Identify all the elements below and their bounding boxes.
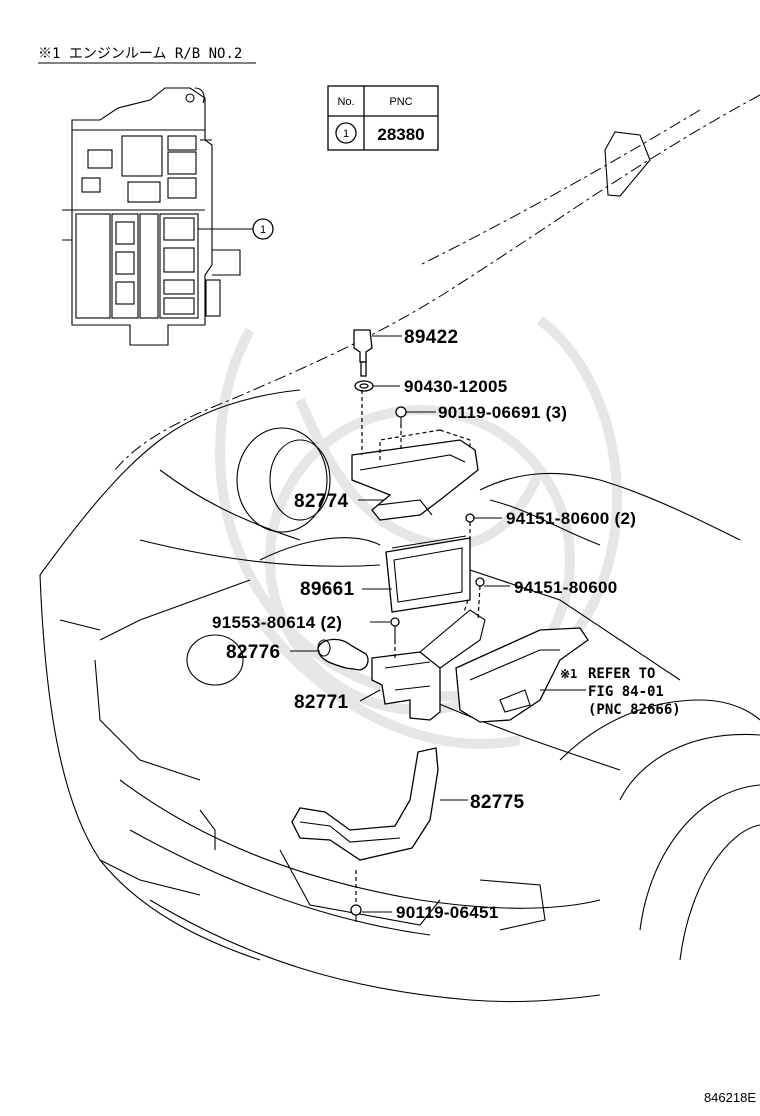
label-82771: 82771 bbox=[294, 692, 348, 713]
label-91553-80614: 91553-80614 (2) bbox=[212, 613, 342, 632]
table-header-pnc: PNC bbox=[389, 96, 412, 108]
label-82776: 82776 bbox=[226, 642, 280, 663]
label-94151-80600: 94151-80600 bbox=[514, 578, 618, 597]
refer-note: ※1 REFER TO FIG 84-01 (PNC 82666) bbox=[560, 666, 681, 718]
label-82775: 82775 bbox=[470, 792, 524, 813]
refer-line3: (PNC 82666) bbox=[588, 702, 681, 718]
vehicle-outline bbox=[39, 94, 760, 1003]
fusebox-caption: ※1 エンジンルーム R/B NO.2 bbox=[38, 46, 242, 62]
relay-block-illustration: 1 bbox=[62, 87, 274, 346]
part-labels: 89422 90430-12005 90119-06691 (3) 82774 … bbox=[212, 327, 636, 922]
label-94151-80600-2: 94151-80600 (2) bbox=[506, 509, 636, 528]
table-row-pnc: 28380 bbox=[377, 125, 424, 144]
label-90119-06451: 90119-06451 bbox=[396, 903, 499, 922]
parts-illustrations bbox=[291, 329, 589, 922]
label-89422: 89422 bbox=[404, 327, 458, 348]
assembly-lines bbox=[355, 390, 481, 905]
label-82774: 82774 bbox=[294, 491, 348, 512]
pnc-table: No. PNC 1 28380 bbox=[327, 85, 439, 151]
refer-mark: ※1 bbox=[560, 667, 577, 681]
figure-code: 846218E bbox=[704, 1090, 756, 1105]
table-header-no: No. bbox=[337, 96, 354, 108]
table-row-no: 1 bbox=[343, 128, 349, 140]
label-90430-12005: 90430-12005 bbox=[404, 377, 508, 396]
refer-line2: FIG 84-01 bbox=[588, 684, 664, 700]
label-89661: 89661 bbox=[300, 579, 354, 600]
fusebox-callout-number: 1 bbox=[260, 224, 266, 236]
leader-lines bbox=[290, 335, 586, 913]
label-90119-06691: 90119-06691 (3) bbox=[438, 403, 567, 422]
refer-line1: REFER TO bbox=[588, 666, 655, 682]
